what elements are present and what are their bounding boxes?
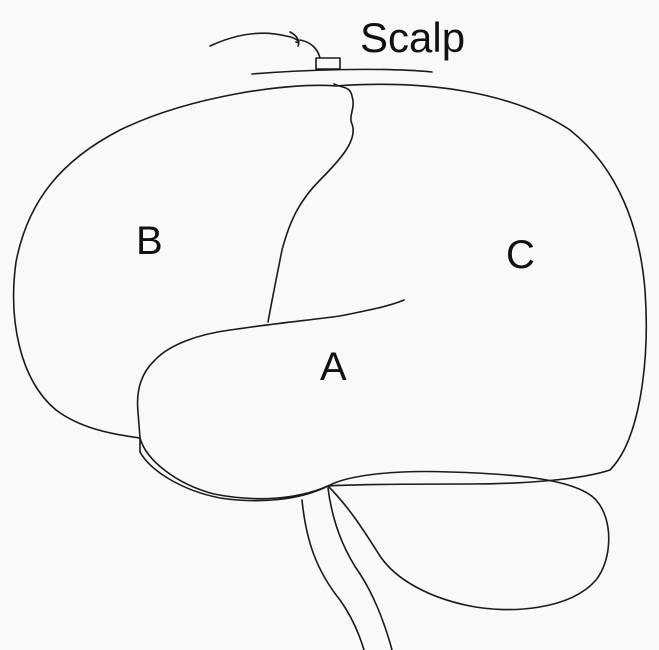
lateral-fissure (138, 300, 404, 438)
region-a-label: A (320, 345, 347, 389)
electrode-wire (210, 32, 320, 58)
cerebrum-outline (14, 84, 647, 500)
scalp-label: Scalp (360, 14, 465, 61)
region-b-label: B (136, 219, 163, 263)
scalp-line (252, 69, 432, 74)
region-c-label: C (506, 233, 535, 277)
central-sulcus (268, 84, 353, 322)
brainstem-left-edge (302, 500, 364, 650)
cerebellum-outline (328, 472, 609, 610)
temporal-lobe-outline (140, 438, 328, 499)
brainstem-right-edge (328, 488, 392, 650)
electrode (316, 58, 340, 69)
